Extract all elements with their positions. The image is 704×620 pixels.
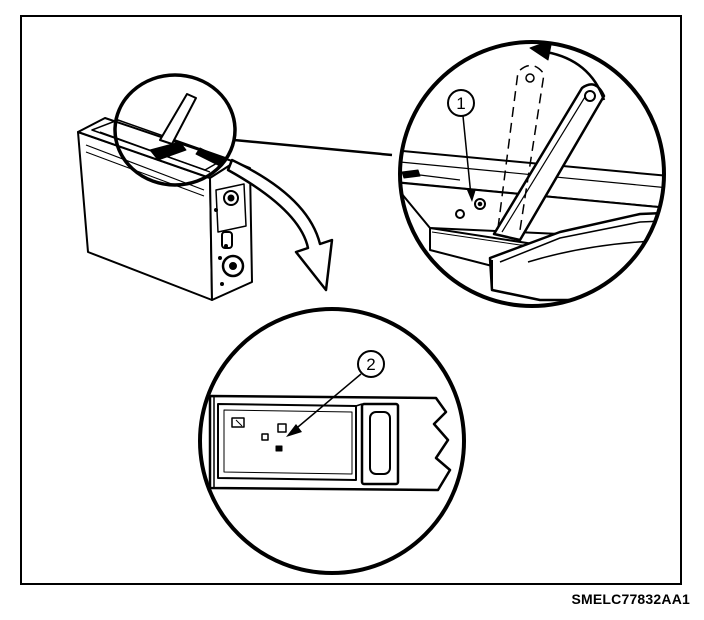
callout-2-label: 2 bbox=[366, 355, 375, 374]
figure-code: SMELC77832AA1 bbox=[571, 591, 690, 607]
curved-arrow bbox=[226, 158, 334, 292]
detail-handle-latch bbox=[398, 40, 666, 308]
battery-unit bbox=[77, 93, 253, 301]
callout-1: 1 bbox=[447, 89, 476, 202]
figure-frame bbox=[20, 15, 682, 585]
leader-line bbox=[233, 138, 393, 157]
detail-bottom-panel bbox=[198, 307, 466, 575]
magnify-area-top bbox=[113, 73, 237, 187]
callout-2: 2 bbox=[286, 350, 385, 437]
callout-1-label: 1 bbox=[456, 94, 465, 113]
